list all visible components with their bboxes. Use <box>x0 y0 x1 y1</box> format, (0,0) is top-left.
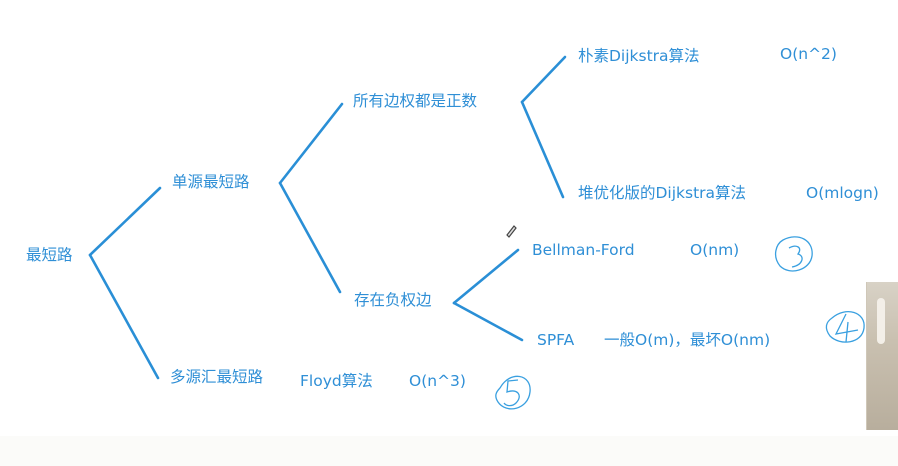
edge-negative-spfa <box>452 301 524 342</box>
bottom-band <box>0 436 898 466</box>
webcam-overlay <box>866 282 898 430</box>
edge-single-all-positive <box>278 102 344 185</box>
edge-root-single-source <box>88 186 162 257</box>
complexity-bellman-ford: O(nm) <box>690 241 740 259</box>
node-heap-dijkstra: 堆优化版的Dijkstra算法 <box>578 184 747 202</box>
edge-single-negative <box>278 181 342 294</box>
node-floyd: Floyd算法 <box>300 372 373 390</box>
edge-negative-bellman <box>452 248 520 305</box>
edge-positive-naive <box>520 55 567 104</box>
complexity-heap-dijkstra: O(mlogn) <box>806 184 879 202</box>
node-single-source: 单源最短路 <box>172 173 250 191</box>
connector-lines <box>88 55 567 380</box>
complexity-floyd: O(n^3) <box>409 372 466 390</box>
edge-positive-heap <box>520 100 565 199</box>
node-bellman-ford: Bellman-Ford <box>532 241 635 259</box>
handwritten-mark-5 <box>495 375 531 410</box>
node-negative-edges: 存在负权边 <box>354 291 432 309</box>
node-naive-dijkstra: 朴素Dijkstra算法 <box>578 47 700 65</box>
node-root: 最短路 <box>26 246 73 264</box>
edge-root-multi-source <box>88 253 160 380</box>
complexity-spfa: 一般O(m)，最坏O(nm) <box>604 331 771 349</box>
node-spfa: SPFA <box>537 331 575 349</box>
handwritten-marks <box>495 236 865 410</box>
complexity-naive-dijkstra: O(n^2) <box>780 45 837 63</box>
handwritten-mark-4 <box>825 311 865 343</box>
node-all-positive: 所有边权都是正数 <box>353 92 478 110</box>
node-multi-source: 多源汇最短路 <box>170 368 264 386</box>
cursor-icon <box>506 225 517 238</box>
handwritten-mark-3 <box>774 236 813 272</box>
